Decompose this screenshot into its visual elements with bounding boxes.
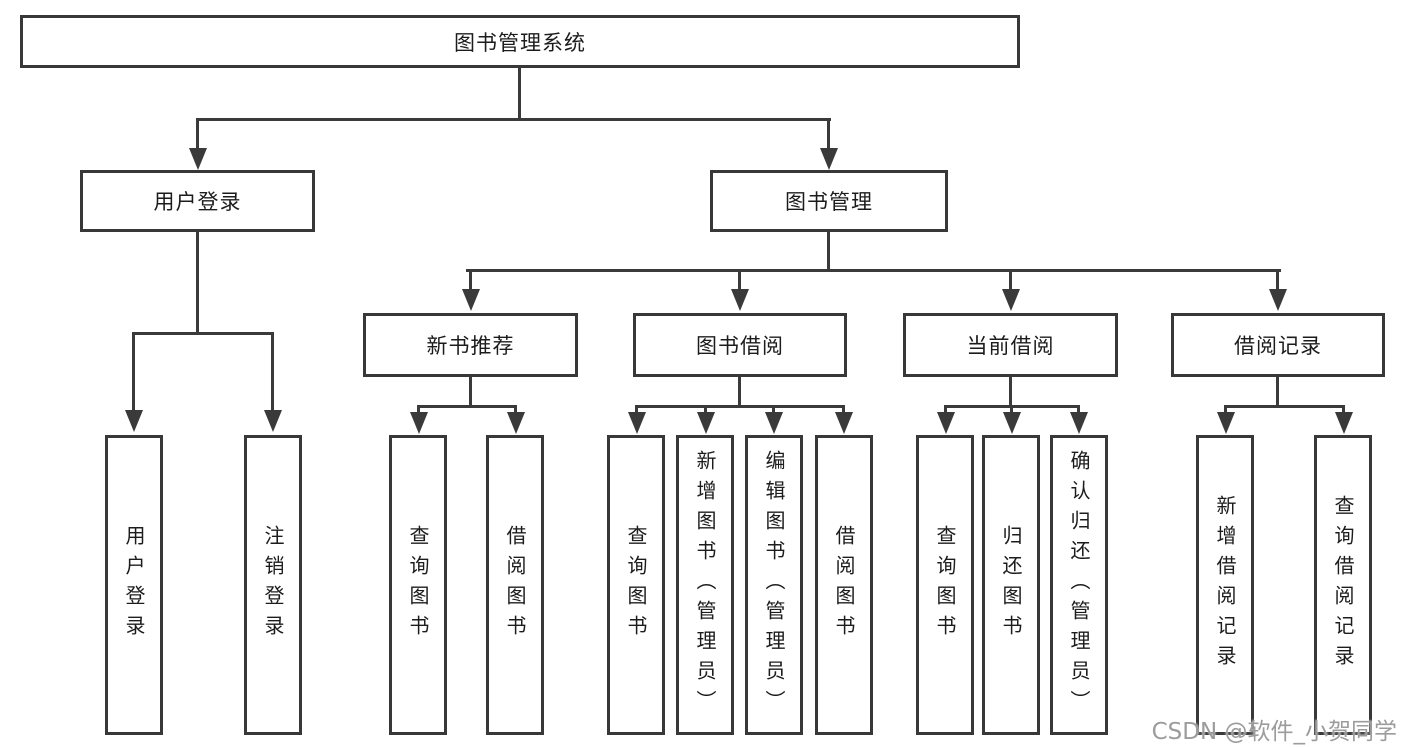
leaf-query-books-recommend: 查询图书 [389,435,447,735]
arrow-down-icon [189,148,207,170]
arrow-down-icon [264,410,282,432]
connector-branch [417,405,517,408]
leaf-label: 借阅图书 [503,525,527,645]
connector-stub [772,405,775,413]
connector-stub [842,405,845,413]
arrow-down-icon [628,412,646,434]
connector-stub [469,269,472,291]
node-user-login: 用户登录 [80,170,315,232]
connector-stub [1010,405,1013,413]
leaf-confirm-return-admin: 确认归还（管理员） [1050,435,1108,735]
leaf-label: 查询借阅记录 [1331,495,1355,675]
arrow-down-icon [765,412,783,434]
connector-branch [1224,405,1345,408]
node-label: 当前借阅 [966,334,1055,358]
connector-user-login-branch [132,332,274,335]
connector-stub [738,269,741,291]
leaf-label: 新增图书（管理员） [693,450,717,720]
leaf-query-books-current: 查询图书 [916,435,974,735]
arrow-down-icon [1070,412,1088,434]
node-current-borrow: 当前借阅 [903,313,1118,377]
connector-branch [635,405,844,408]
connector-stub [196,118,199,150]
arrow-down-icon [507,412,525,434]
leaf-label: 查询图书 [933,525,957,645]
connector-book-management-trunk [827,232,830,272]
arrow-down-icon [1003,412,1021,434]
node-library-management-system: 图书管理系统 [20,15,1020,68]
leaf-user-login: 用户登录 [105,435,163,735]
arrow-down-icon [462,289,480,311]
arrow-down-icon [125,410,143,432]
node-label: 图书管理 [785,190,873,214]
arrow-down-icon [697,412,715,434]
arrow-down-icon [1217,412,1235,434]
node-label: 图书借阅 [696,334,784,358]
leaf-label: 确认归还（管理员） [1067,450,1091,720]
connector-stub [1009,269,1012,291]
leaf-borrow-books: 借阅图书 [815,435,873,735]
leaf-borrow-books-recommend: 借阅图书 [486,435,544,735]
connector-user-login-trunk [196,232,199,335]
arrow-down-icon [1269,289,1287,311]
connector-stub [132,332,135,410]
leaf-label: 新增借阅记录 [1213,495,1237,675]
connector-book-management-branch [466,269,1281,272]
leaf-label: 归还图书 [999,525,1023,645]
leaf-label: 用户登录 [122,525,146,645]
connector-stub [635,405,638,413]
node-label: 新书推荐 [426,334,515,358]
node-label: 图书管理系统 [454,30,586,55]
leaf-return-books: 归还图书 [982,435,1040,735]
connector-stub [944,405,947,413]
connector-stub [1342,405,1345,413]
arrow-down-icon [1335,412,1353,434]
connector-stub [514,405,517,413]
node-borrow-records: 借阅记录 [1171,313,1385,377]
node-label: 借阅记录 [1234,334,1322,358]
leaf-label: 注销登录 [261,525,285,645]
leaf-query-books-borrow: 查询图书 [607,435,665,735]
leaf-label: 编辑图书（管理员） [762,450,786,720]
leaf-label: 查询图书 [406,525,430,645]
node-new-book-recommend: 新书推荐 [363,313,578,377]
connector-trunk [1009,377,1012,408]
node-book-borrow: 图书借阅 [633,313,847,377]
arrow-down-icon [820,148,838,170]
connector-root-trunk [518,67,521,120]
connector-trunk [469,377,472,408]
connector-stub [1224,405,1227,413]
node-book-management: 图书管理 [710,170,948,232]
connector-stub [704,405,707,413]
leaf-label: 查询图书 [624,525,648,645]
connector-stub [1077,405,1080,413]
connector-stub [827,118,830,150]
watermark: CSDN @软件_小贺同学 [1151,719,1397,745]
leaf-add-borrow-record: 新增借阅记录 [1196,435,1254,735]
arrow-down-icon [731,289,749,311]
connector-root-branch [196,118,831,121]
leaf-query-borrow-record: 查询借阅记录 [1314,435,1372,735]
node-label: 用户登录 [153,190,242,214]
connector-trunk [738,377,741,408]
leaf-label: 借阅图书 [832,525,856,645]
arrow-down-icon [835,412,853,434]
arrow-down-icon [937,412,955,434]
arrow-down-icon [1002,289,1020,311]
connector-stub [271,332,274,410]
connector-stub [1276,269,1279,291]
connector-trunk [1276,377,1279,408]
leaf-logout: 注销登录 [244,435,302,735]
leaf-add-books-admin: 新增图书（管理员） [676,435,734,735]
arrow-down-icon [410,412,428,434]
leaf-edit-books-admin: 编辑图书（管理员） [745,435,803,735]
connector-stub [417,405,420,413]
